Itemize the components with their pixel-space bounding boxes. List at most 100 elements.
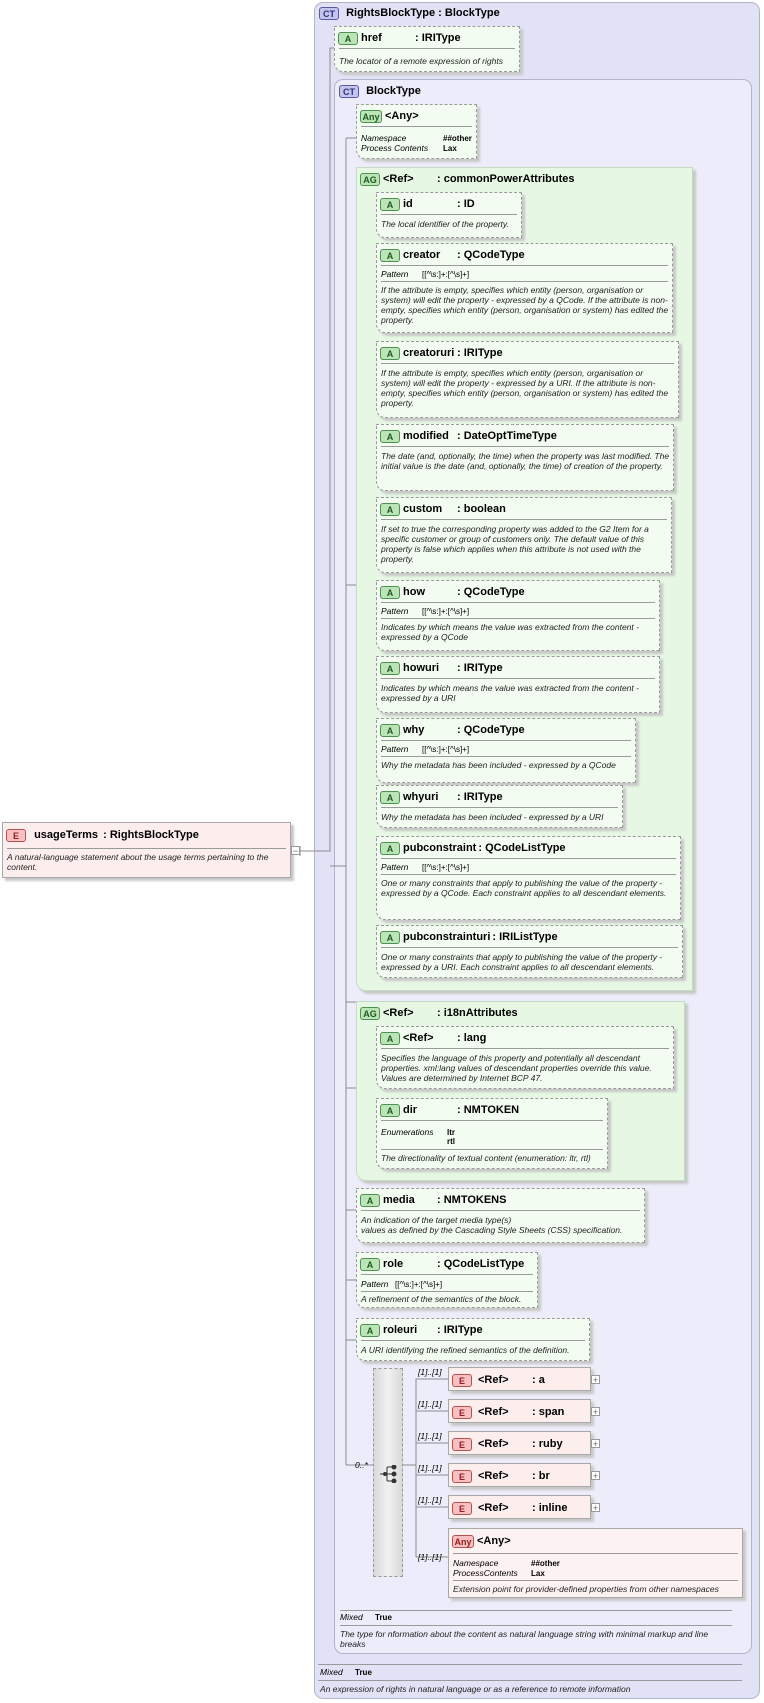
any-element-occurrence: [1]..[1] <box>418 1552 442 1562</box>
pattern-label: Pattern <box>381 744 409 754</box>
complex-type-badge: CT <box>319 6 339 20</box>
choice-item-occurrence: [1]..[1] <box>418 1431 442 1441</box>
attribute-type: : ID <box>457 198 475 210</box>
attribute-badge: A <box>380 930 400 944</box>
expand-toggle[interactable]: + <box>591 1471 600 1481</box>
attribute-name: creator <box>403 249 441 261</box>
choice-item-occurrence: [1]..[1] <box>418 1367 442 1377</box>
choice-compositor[interactable] <box>373 1368 403 1577</box>
element-doc: A natural-language statement about the u… <box>7 852 269 872</box>
element-type: : RightsBlockType <box>103 829 199 841</box>
rights-block-header: CT RightsBlockType : BlockType <box>319 5 500 21</box>
attribute-badge: A <box>380 661 400 675</box>
attribute-doc: The local identifier of the property. <box>381 219 509 229</box>
attribute-doc: A refinement of the semantics of the blo… <box>361 1294 522 1304</box>
attribute-doc: If set to true the corresponding propert… <box>381 524 649 564</box>
pattern-value: [[^\s:]+:[^\s]+] <box>422 745 470 754</box>
group-name: : commonPowerAttributes <box>437 173 575 185</box>
attribute-badge: A <box>380 723 400 737</box>
attribute-badge: A <box>338 31 358 45</box>
process-label: Process Contents <box>361 143 429 153</box>
any-name: <Any> <box>385 110 419 122</box>
attribute-type: : QCodeType <box>457 249 525 261</box>
attribute-badge: A <box>380 197 400 211</box>
attribute-type: : NMTOKENS <box>437 1194 507 1206</box>
group-name: : i18nAttributes <box>437 1007 518 1019</box>
attribute-type: : QCodeType <box>457 724 525 736</box>
process-label: ProcessContents <box>453 1568 518 1578</box>
element-ref-a[interactable]: E<Ref>: a <box>448 1367 591 1391</box>
choice-icon <box>380 1465 397 1483</box>
attribute-doc: The directionality of textual content (e… <box>381 1153 591 1163</box>
attribute-type: : NMTOKEN <box>457 1104 520 1116</box>
element-ref: <Ref> <box>478 1470 509 1482</box>
element-badge: E <box>452 1469 472 1483</box>
attribute-type: : QCodeListType <box>478 842 566 854</box>
element-ref-inline[interactable]: E<Ref>: inline <box>448 1495 591 1519</box>
expand-toggle[interactable]: − <box>291 846 300 856</box>
attribute-badge: A <box>380 346 400 360</box>
element-name: : ruby <box>532 1438 563 1450</box>
enum-value: ltr <box>447 1128 455 1137</box>
element-ref: <Ref> <box>478 1502 509 1514</box>
choice-occurrence: 0..* <box>355 1460 368 1470</box>
attribute-lang[interactable]: A<Ref>: lang Specifies the language of t… <box>376 1026 674 1089</box>
namespace-value: ##other <box>443 134 472 143</box>
expand-toggle[interactable]: + <box>591 1503 600 1513</box>
attribute-type: : IRIType <box>457 662 503 674</box>
element-name: : span <box>532 1406 565 1418</box>
attribute-badge: A <box>380 790 400 804</box>
any-name: <Any> <box>477 1535 511 1547</box>
element-ref-ruby[interactable]: E<Ref>: ruby <box>448 1431 591 1455</box>
expand-toggle[interactable]: + <box>591 1375 600 1385</box>
attribute-name: media <box>383 1194 415 1206</box>
usage-terms-element[interactable]: E usageTerms : RightsBlockType A natural… <box>2 822 291 878</box>
expand-toggle[interactable]: + <box>591 1407 600 1417</box>
pattern-label: Pattern <box>381 269 409 279</box>
element-ref-br[interactable]: E<Ref>: br <box>448 1463 591 1487</box>
attribute-badge: A <box>380 585 400 599</box>
element-name: : a <box>532 1374 545 1386</box>
attribute-name: id <box>403 198 413 210</box>
attribute-name: why <box>403 724 425 736</box>
element-ref-span[interactable]: E<Ref>: span <box>448 1399 591 1423</box>
rights-block-title: RightsBlockType : BlockType <box>346 7 500 19</box>
namespace-label: Namespace <box>453 1558 499 1568</box>
element-ref: <Ref> <box>478 1374 509 1386</box>
expand-toggle[interactable]: + <box>591 1439 600 1449</box>
element-badge: E <box>452 1437 472 1451</box>
element-badge: E <box>6 828 26 842</box>
any-badge: Any <box>360 109 382 123</box>
rights-block-doc: An expression of rights in natural langu… <box>320 1684 631 1694</box>
process-value: Lax <box>531 1569 545 1578</box>
attribute-name: roleuri <box>383 1324 418 1336</box>
attribute-group-badge: AG <box>360 1006 380 1020</box>
choice-item-occurrence: [1]..[1] <box>418 1463 442 1473</box>
attribute-type: : IRIListType <box>492 931 558 943</box>
attribute-doc: One or many constraints that apply to pu… <box>381 878 667 898</box>
attribute-name: role <box>383 1258 404 1270</box>
attribute-name: <Ref> <box>403 1032 434 1044</box>
block-type-title: BlockType <box>366 85 421 97</box>
attribute-type: : QCodeListType <box>437 1258 525 1270</box>
mixed-label: Mixed <box>340 1612 363 1622</box>
any-element[interactable]: Any<Any> Namespace##other ProcessContent… <box>448 1528 743 1598</box>
attribute-type: : IRIType <box>415 32 461 44</box>
any-attribute[interactable]: Any<Any> Namespace##other Process Conten… <box>356 104 477 159</box>
